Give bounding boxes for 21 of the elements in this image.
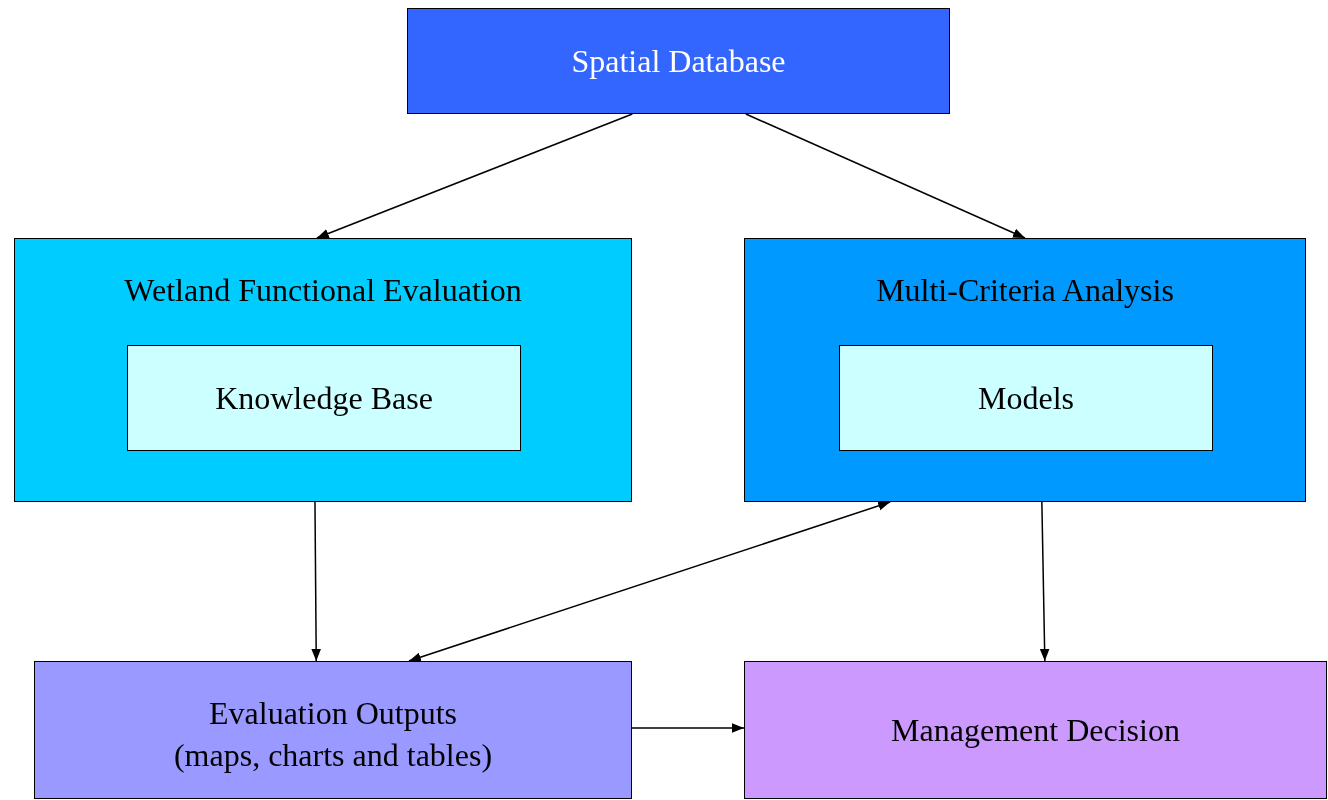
arrow xyxy=(408,501,891,662)
inner-box xyxy=(127,345,521,451)
process-box xyxy=(14,238,632,502)
arrow xyxy=(745,113,1026,239)
process-box xyxy=(34,661,632,799)
arrow xyxy=(1039,501,1050,662)
process-box xyxy=(407,8,950,114)
process-box xyxy=(744,661,1327,799)
arrow xyxy=(311,501,321,662)
box-label: Evaluation Outputs xyxy=(209,694,457,733)
box-label: Knowledge Base xyxy=(215,379,433,418)
box-label: Models xyxy=(978,379,1074,418)
box-label: Spatial Database xyxy=(571,42,786,81)
box-label: (maps, charts and tables) xyxy=(173,736,493,775)
box-label: Management Decision xyxy=(891,711,1180,750)
process-box xyxy=(744,238,1306,502)
inner-box xyxy=(839,345,1213,451)
box-label: Wetland Functional Evaluation xyxy=(124,271,522,310)
arrow xyxy=(631,723,745,733)
box-label: Multi-Criteria Analysis xyxy=(876,271,1174,310)
arrow xyxy=(316,113,634,239)
